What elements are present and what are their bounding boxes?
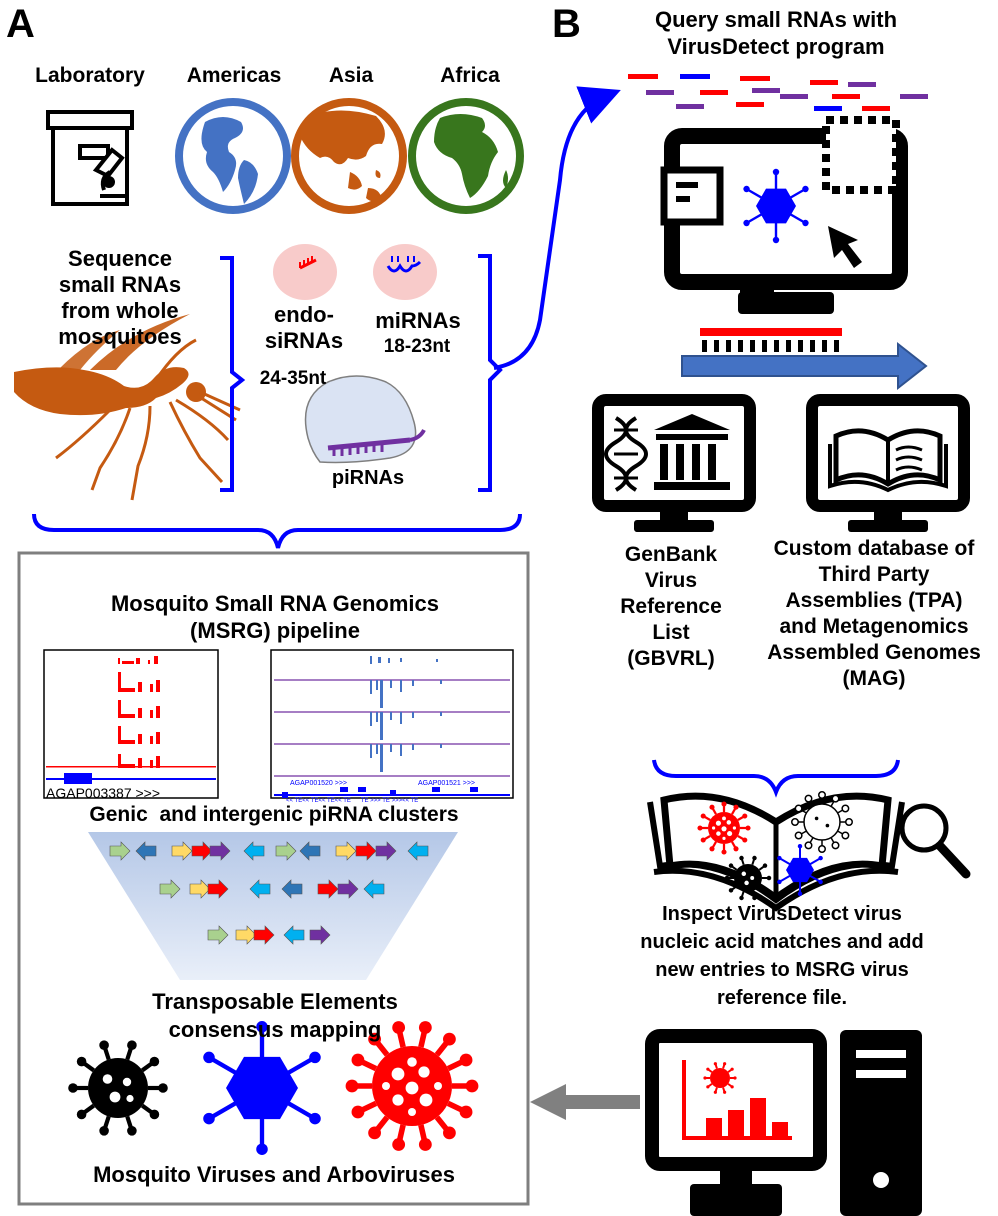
endo-sirna-icon: [273, 244, 337, 300]
americas-globe-icon: [175, 98, 291, 214]
pipeline-title: Mosquito Small RNA Genomics (MSRG) pipel…: [40, 590, 510, 644]
custom-db-label-line: (MAG): [842, 667, 906, 690]
pipeline-title-line: Mosquito Small RNA Genomics: [110, 591, 439, 616]
a-to-b-arrow: [493, 86, 621, 370]
clusters-label: Genic and intergenic piRNA clusters: [89, 803, 459, 826]
custom-db-label-line: and Metagenomics: [779, 615, 969, 638]
te-mapping-line: consensus mapping: [168, 1017, 382, 1042]
mirna-icon: [373, 244, 437, 300]
pirnas-length-label: 24-35nt: [259, 368, 327, 389]
pipeline-title-line: (MSRG) pipeline: [190, 618, 360, 643]
left-track-gene-label: AGAP003387 >>>: [46, 785, 161, 801]
origin-africa: Africa: [440, 64, 500, 87]
custom-db-label-line: Assemblies (TPA): [785, 589, 963, 612]
alignment-probe: [681, 328, 928, 391]
left-inner-bracket: [220, 256, 246, 492]
monitor-virus-icon: [743, 168, 809, 244]
te-mapping-label: Transposable Elements consensus mapping: [80, 988, 470, 1044]
book-blue-virus-icon: [777, 843, 823, 897]
query-title-line: VirusDetect program: [667, 34, 885, 59]
panel-b-letter: B: [552, 2, 581, 46]
funnel-arrows: [109, 841, 429, 945]
viruses-label: Mosquito Viruses and Arboviruses: [93, 1162, 455, 1187]
endo-sirnas-line: endo-: [274, 302, 334, 327]
custom-db-label: Custom database of Third Party Assemblie…: [752, 536, 996, 692]
right-inner-bracket: [478, 254, 503, 492]
origin-laboratory: Laboratory: [35, 64, 145, 87]
te-mapping-line: Transposable Elements: [152, 989, 398, 1014]
mirnas-label: miRNAs: [375, 308, 461, 333]
origin-americas: Americas: [186, 64, 282, 87]
query-title-line: Query small RNAs with: [654, 7, 898, 32]
right-track-gene-2: AGAP001521 >>>: [418, 780, 476, 787]
query-title: Query small RNAs with VirusDetect progra…: [586, 6, 966, 60]
panel-a-letter: A: [6, 2, 35, 46]
funnel: [88, 832, 458, 980]
magnifier-icon: [899, 803, 971, 879]
right-track-te-label: << TE<< TE<< TE<< TE TE >>> TE >>><< TE: [286, 798, 419, 804]
genbank-label: GenBank Virus Reference List (GBVRL): [596, 542, 746, 672]
sequence-label-line: from whole: [61, 298, 179, 323]
pipeline-bracket: [32, 513, 522, 549]
chart-virus-icon: [703, 1062, 737, 1094]
laboratory-icon: [46, 110, 134, 206]
book-black-virus-icon: [724, 855, 772, 901]
pirnas-label: piRNAs: [331, 467, 405, 489]
custom-db-label-line: Assembled Genomes: [767, 641, 981, 664]
blue-virus-icon: [203, 1021, 321, 1155]
genbank-label-line: (GBVRL): [627, 647, 715, 670]
genbank-monitor-icon: [592, 394, 756, 532]
endo-sirnas-line: siRNAs: [264, 328, 344, 353]
asia-globe-icon: [291, 98, 407, 214]
genbank-label-line: Reference: [620, 595, 722, 618]
right-track-gene-1: AGAP001520 >>>: [290, 780, 348, 787]
database-bracket: [652, 759, 900, 798]
africa-globe-icon: [408, 98, 524, 214]
custom-db-label-line: Third Party: [818, 563, 930, 586]
small-rna-reads: [628, 74, 928, 111]
desktop-computer-icon: [645, 1029, 922, 1216]
black-virus-icon: [68, 1040, 168, 1136]
sequence-label-line: small RNAs: [58, 272, 182, 297]
inspect-label: Inspect VirusDetect virus nucleic acid m…: [602, 900, 962, 1012]
red-virus-icon: [345, 1021, 479, 1151]
genbank-label-line: Virus: [644, 569, 698, 592]
right-track-panel: [270, 649, 514, 799]
inspect-label-line: new entries to MSRG virus: [655, 959, 909, 981]
mirnas-length-label: 18-23nt: [383, 336, 451, 357]
genbank-label-line: GenBank: [624, 543, 718, 566]
book-outline-virus-icon: [791, 791, 853, 853]
sequence-label-line: mosquitoes: [58, 324, 182, 349]
pirna-icon: [304, 375, 426, 464]
left-track-panel: [43, 649, 219, 799]
origin-asia: Asia: [328, 64, 374, 87]
inspect-label-line: nucleic acid matches and add: [640, 931, 924, 953]
custom-db-monitor-icon: [806, 394, 970, 532]
gray-arrow-head: [530, 1084, 566, 1120]
mosquito-icon: [14, 314, 241, 501]
open-book-icon: [647, 792, 905, 912]
sequence-label: Sequence small RNAs from whole mosquitoe…: [20, 246, 220, 350]
custom-db-label-line: Custom database of: [773, 537, 975, 560]
inspect-label-line: reference file.: [716, 987, 848, 1009]
sequence-label-line: Sequence: [68, 246, 172, 271]
genbank-label-line: List: [652, 621, 690, 644]
inspect-label-line: Inspect VirusDetect virus: [662, 903, 902, 925]
endo-sirnas-label: endo- siRNAs: [254, 302, 354, 354]
book-red-virus-icon: [697, 801, 751, 855]
